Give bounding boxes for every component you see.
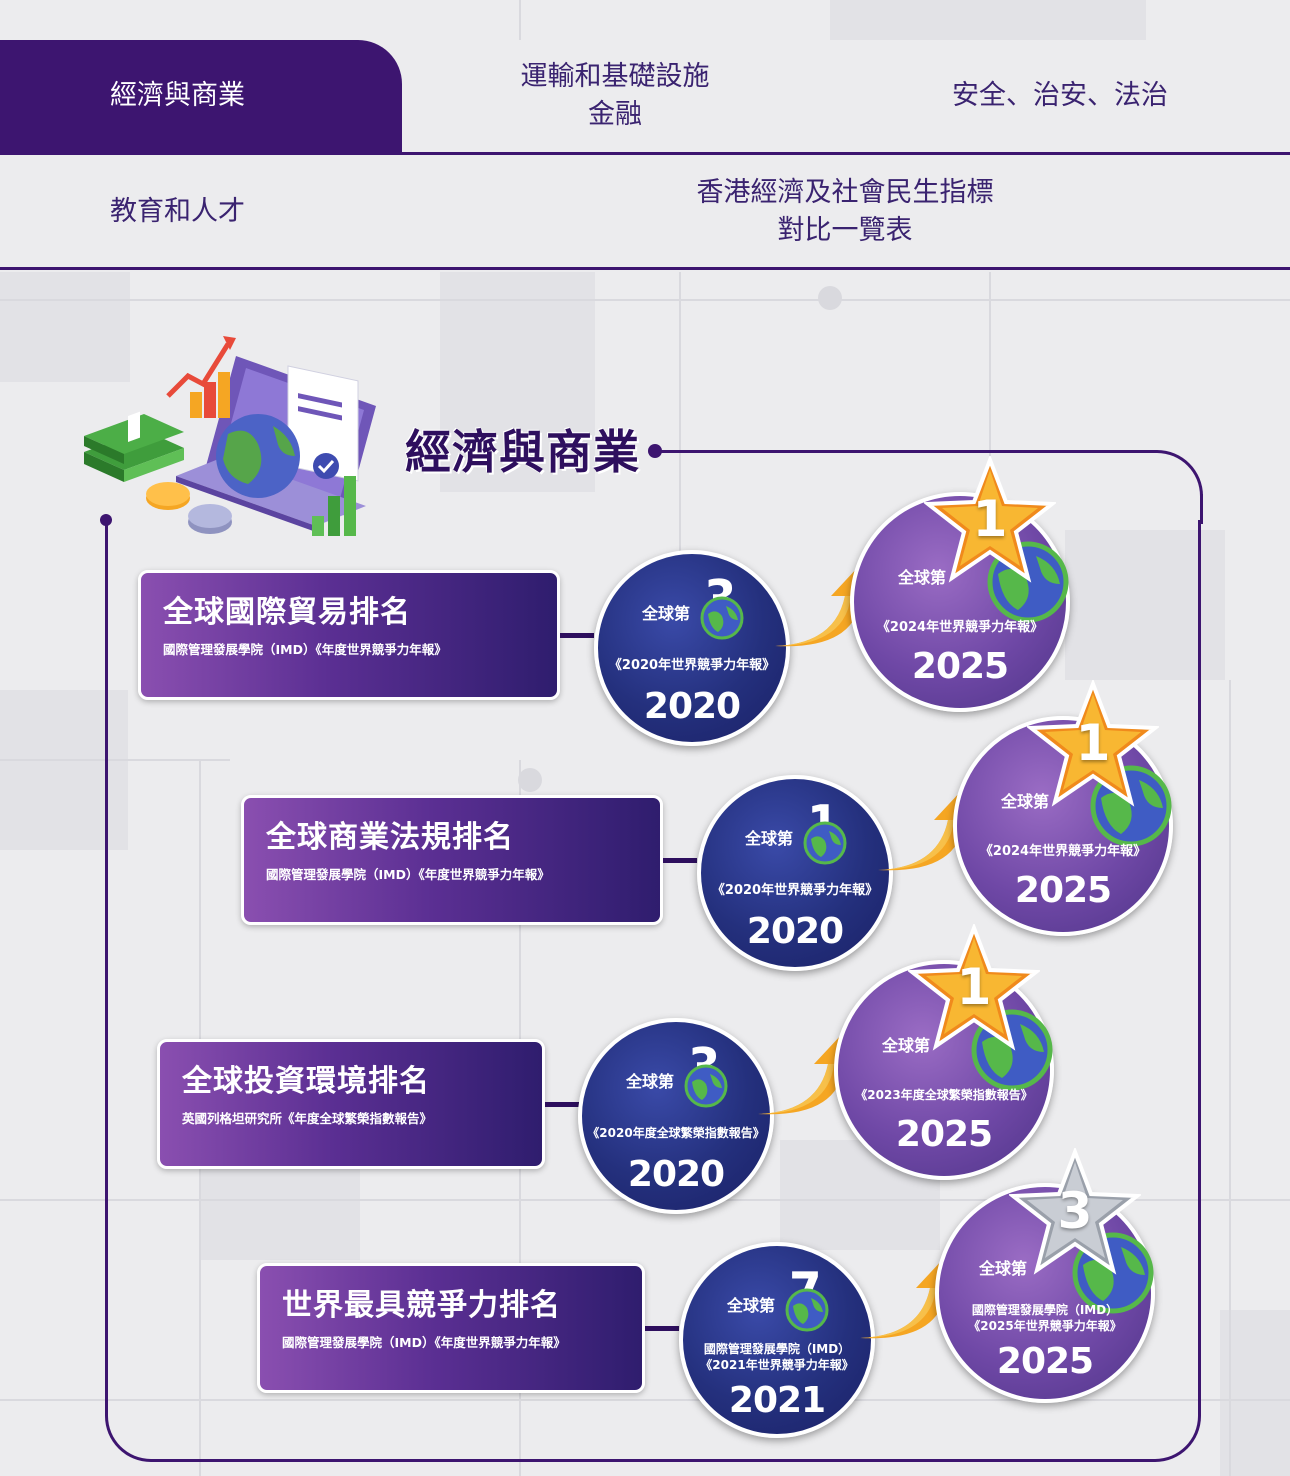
gold-star-icon [1027, 680, 1159, 807]
ranking-source: 國際管理發展學院（IMD）《年度世界競爭力年報》 [163, 642, 447, 657]
globe-icon [803, 821, 847, 865]
ranking-report-publisher: 國際管理發展學院（IMD） [971, 1303, 1119, 1317]
ranking-report: 《2020年世界競爭力年報》 [711, 883, 879, 898]
ranking-prefix: 全球第 [882, 1036, 931, 1055]
tab-label-line2: 對比一覽表 [777, 215, 913, 246]
silver-star-icon [1009, 1148, 1141, 1275]
gold-star-icon [924, 456, 1056, 583]
ranking-year: 2025 [1014, 870, 1112, 911]
section-title: 經濟與商業 [405, 425, 640, 479]
ranking-source: 國際管理發展學院（IMD）《年度世界競爭力年報》 [266, 867, 550, 882]
ranking-year: 2021 [728, 1380, 826, 1421]
ranking-source: 國際管理發展學院（IMD）《年度世界競爭力年報》 [282, 1335, 566, 1350]
ranking-title: 世界最具競爭力排名 [282, 1288, 561, 1323]
ranking-report: 《2024年世界競爭力年報》 [979, 844, 1147, 859]
tab-hk-indicators-comparison[interactable]: 香港經濟及社會民生指標 對比一覽表 [680, 170, 1010, 254]
ranking-year: 2025 [895, 1114, 993, 1155]
economy-business-illustration-icon [84, 336, 376, 536]
globe-icon [700, 596, 744, 640]
tab-divider [0, 267, 1290, 270]
ranking-title: 全球國際貿易排名 [163, 595, 411, 630]
ranking-before-badge: 全球第 1 《2020年世界競爭力年報》 2020 [697, 775, 893, 971]
frame-dot [100, 514, 112, 526]
ranking-prefix: 全球第 [745, 829, 794, 848]
section-frame [105, 520, 1201, 1462]
tab-label-line1: 香港經濟及社會民生指標 [696, 177, 994, 209]
ranking-before-badge: 全球第 3 《2020年度全球繁榮指數報告》 2020 [578, 1018, 774, 1214]
ranking-card: 全球商業法規排名 國際管理發展學院（IMD）《年度世界競爭力年報》 [241, 795, 663, 925]
ranking-before-badge: 全球第 3 《2020年世界競爭力年報》 2020 [594, 550, 790, 746]
tab-divider [0, 152, 1290, 155]
star-rank-number: 1 [1075, 714, 1111, 772]
ranking-card: 全球投資環境排名 英國列格坦研究所《年度全球繁榮指數報告》 [157, 1039, 545, 1169]
ranking-report: 《2020年世界競爭力年報》 [608, 658, 776, 673]
star-rank-number: 1 [972, 490, 1008, 548]
tab-transport-infrastructure-finance[interactable]: 運輸和基礎設施 金融 [480, 50, 750, 142]
ranking-year: 2025 [996, 1341, 1094, 1382]
tab-label: 安全、治安、法治 [952, 80, 1168, 112]
card-connector [545, 1102, 579, 1107]
tab-label: 教育和人才 [110, 196, 245, 228]
ranking-title: 全球商業法規排名 [266, 820, 514, 855]
tab-label: 經濟與商業 [110, 80, 245, 112]
ranking-report: 《2025年世界競爭力年報》 [968, 1319, 1122, 1333]
ranking-prefix: 全球第 [1001, 792, 1050, 811]
ranking-report: 《2024年世界競爭力年報》 [876, 620, 1044, 635]
ranking-prefix: 全球第 [898, 568, 947, 587]
ranking-card: 世界最具競爭力排名 國際管理發展學院（IMD）《年度世界競爭力年報》 [257, 1263, 645, 1393]
ranking-source: 英國列格坦研究所《年度全球繁榮指數報告》 [182, 1111, 433, 1126]
up-arrow-icon [878, 790, 978, 871]
tab-label-line1: 運輸和基礎設施 [520, 61, 710, 93]
ranking-year: 2025 [911, 646, 1009, 687]
ranking-before-badge: 全球第 7 國際管理發展學院（IMD） 《2021年世界競爭力年報》 2021 [679, 1242, 875, 1438]
frame-dot [648, 444, 662, 458]
globe-icon [684, 1064, 728, 1108]
ranking-report-publisher: 國際管理發展學院（IMD） [703, 1342, 851, 1356]
tab-security-law[interactable]: 安全、治安、法治 [920, 60, 1200, 132]
ranking-after-badge: 全球第 《2024年世界競爭力年報》 2025 [953, 716, 1173, 936]
star-rank-number: 3 [1057, 1182, 1093, 1240]
section-frame-right [1200, 494, 1203, 524]
ranking-report: 《2020年度全球繁榮指數報告》 [587, 1126, 765, 1140]
ranking-year: 2020 [643, 686, 741, 727]
up-arrow-icon [775, 566, 875, 647]
ranking-year: 2020 [627, 1154, 725, 1195]
ranking-title: 全球投資環境排名 [182, 1064, 430, 1099]
ranking-report: 《2021年世界競爭力年報》 [700, 1358, 854, 1372]
ranking-prefix: 全球第 [626, 1072, 675, 1091]
globe-icon [785, 1288, 829, 1332]
card-connector [560, 633, 594, 638]
ranking-prefix: 全球第 [979, 1259, 1028, 1278]
ranking-card: 全球國際貿易排名 國際管理發展學院（IMD）《年度世界競爭力年報》 [138, 570, 560, 700]
up-arrow-icon [758, 1034, 858, 1115]
star-rank-number: 1 [956, 958, 992, 1016]
ranking-prefix: 全球第 [642, 604, 691, 623]
category-tab-bar: 經濟與商業 運輸和基礎設施 金融 安全、治安、法治 教育和人才 香港經濟及社會民… [0, 0, 1290, 270]
gold-star-icon [908, 924, 1040, 1051]
tab-label-line2: 金融 [588, 99, 642, 130]
ranking-year: 2020 [746, 911, 844, 952]
ranking-after-badge: 全球第 國際管理發展學院（IMD） 《2025年世界競爭力年報》 2025 [935, 1183, 1155, 1403]
card-connector [645, 1326, 679, 1331]
tab-economy-business[interactable]: 經濟與商業 [0, 40, 402, 152]
ranking-report: 《2023年度全球繁榮指數報告》 [855, 1088, 1033, 1102]
card-connector [663, 858, 697, 863]
ranking-prefix: 全球第 [727, 1296, 776, 1315]
tab-education-talent[interactable]: 教育和人才 [0, 172, 402, 252]
